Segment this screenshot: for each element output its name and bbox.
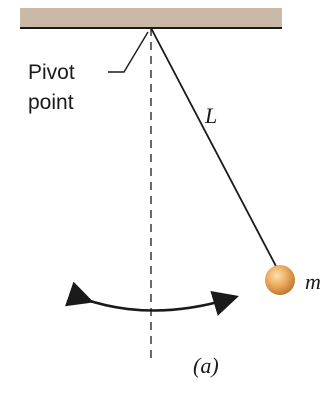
mass-label: m (305, 269, 321, 294)
pivot-label-line2: point (28, 91, 74, 114)
ceiling-support (20, 8, 282, 28)
swing-arc-arrow (65, 281, 239, 316)
pendulum-bob (265, 265, 295, 295)
pendulum-string (150, 27, 279, 271)
pivot-label-line1: Pivot (28, 61, 75, 84)
length-label: L (204, 103, 217, 128)
figure-caption: (a) (193, 353, 219, 378)
pivot-leader-line (108, 31, 149, 73)
